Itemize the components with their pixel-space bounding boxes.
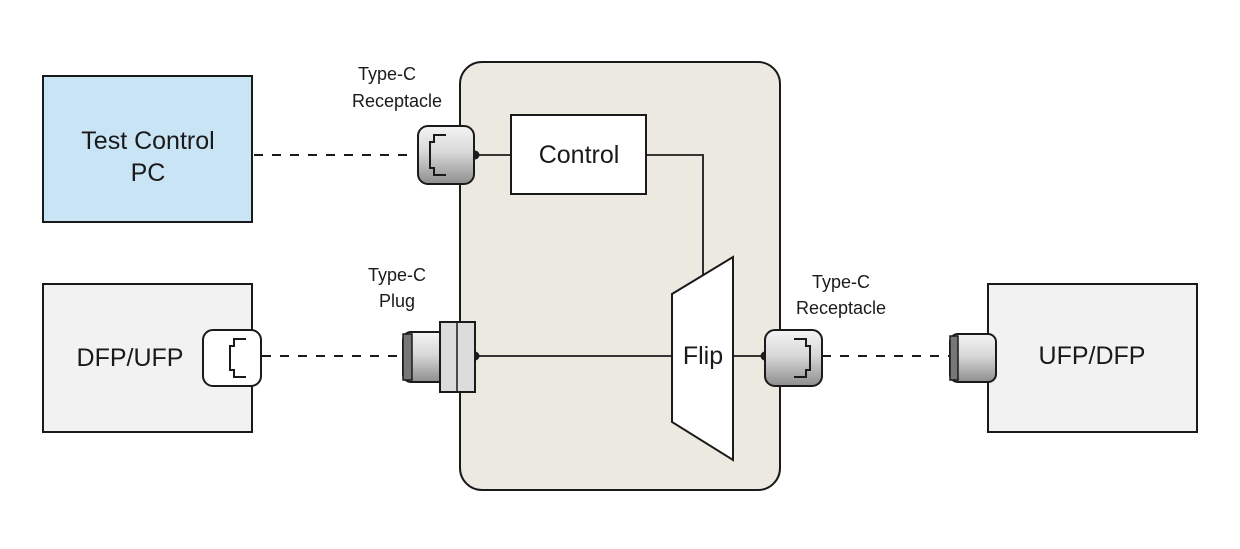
- test-control-pc-label-line2: PC: [131, 159, 166, 187]
- internal-wiring: [474, 154, 765, 357]
- flip-mux: [671, 255, 734, 462]
- control-label: Control: [539, 141, 620, 169]
- typec-plug-icon: [402, 321, 476, 393]
- plug-label-line2: Plug: [379, 291, 415, 311]
- typec-receptacle-right-icon: [764, 329, 823, 387]
- receptacle-top-label-line1: Type-C: [358, 64, 416, 84]
- flip-label: Flip: [683, 342, 723, 370]
- dfp-ufp-label: DFP/UFP: [77, 344, 184, 372]
- plug-label-line1: Type-C: [368, 265, 426, 285]
- ufp-dfp-plug-icon: [949, 333, 997, 383]
- dfp-ufp-port-icon: [202, 329, 262, 387]
- ufp-dfp-device-box: [987, 283, 1198, 433]
- test-control-pc-box: [42, 75, 253, 223]
- cable-links: [254, 154, 950, 357]
- test-control-pc-label-line1: Test Control: [81, 127, 214, 155]
- typec-receptacle-top-icon: [417, 125, 475, 185]
- control-box: [510, 114, 647, 195]
- receptacle-right-label-line1: Type-C: [812, 272, 870, 292]
- ufp-dfp-label: UFP/DFP: [1039, 342, 1146, 370]
- receptacle-right-label-line2: Receptacle: [796, 298, 886, 318]
- receptacle-top-label-line2: Receptacle: [352, 91, 442, 111]
